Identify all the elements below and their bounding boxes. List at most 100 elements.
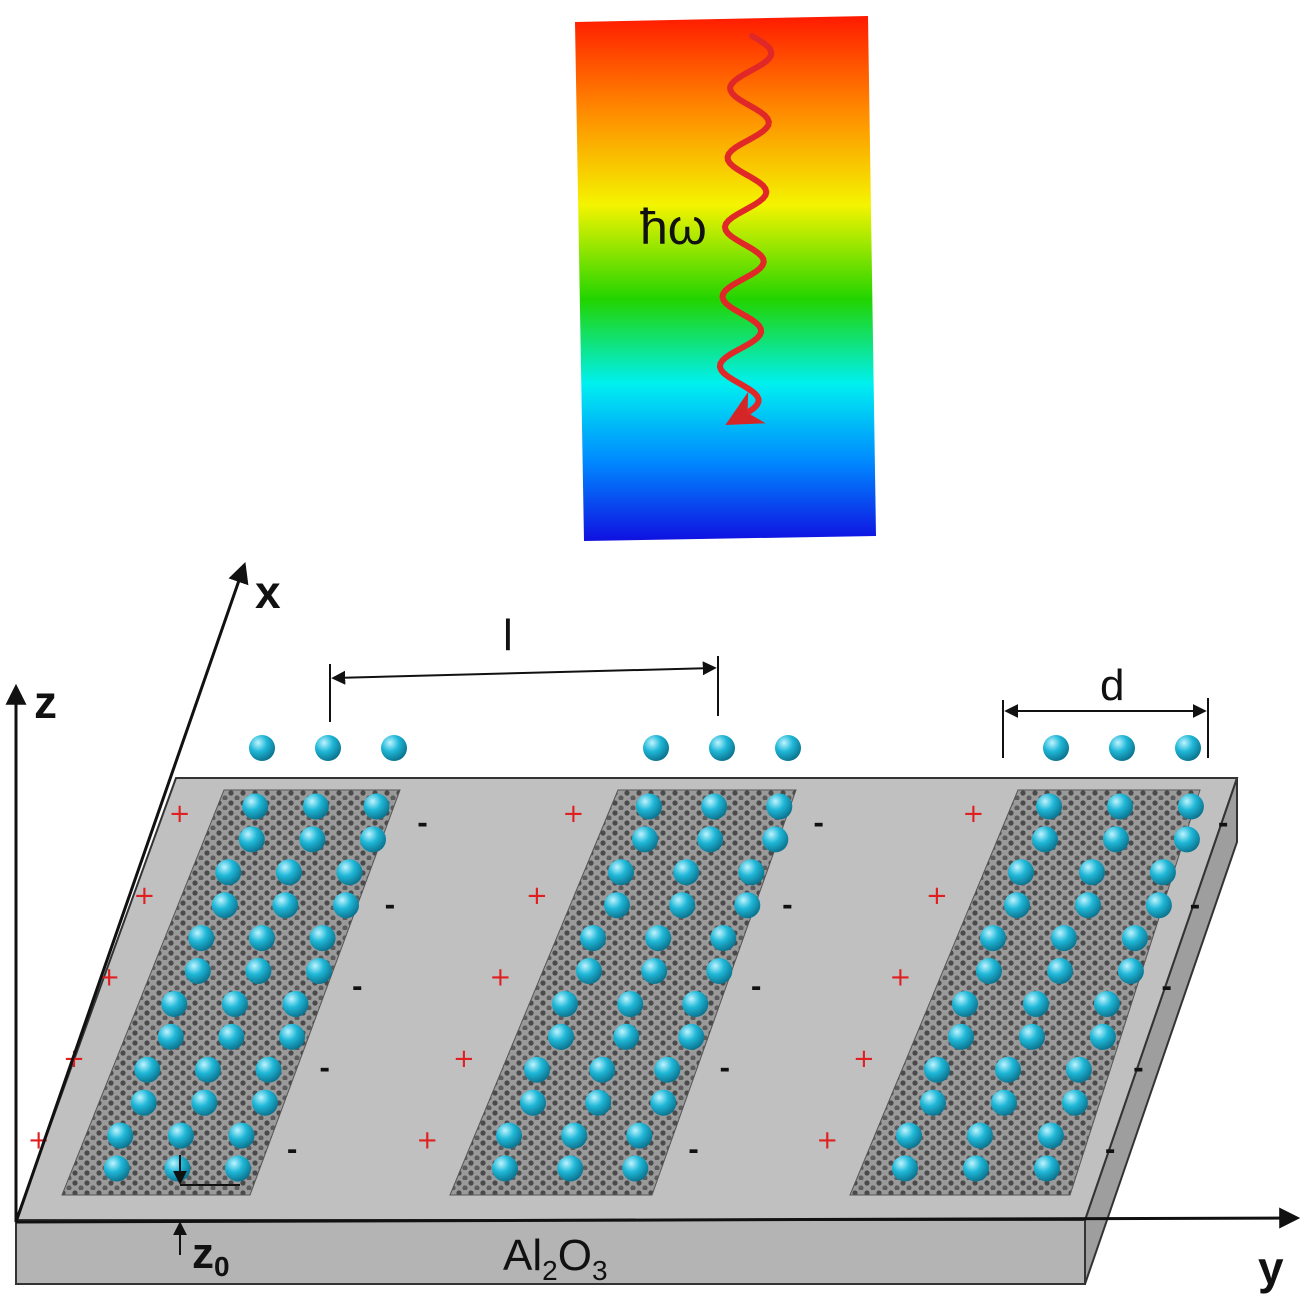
negative-charge: - (287, 1135, 298, 1165)
atom (710, 925, 737, 952)
atom (775, 735, 801, 761)
atom (245, 958, 272, 984)
atom (697, 826, 724, 853)
atom (1075, 892, 1101, 919)
positive-charge: + (28, 1125, 50, 1155)
negative-charge: - (751, 972, 762, 1002)
graphene-ribbons: +-+-+-+-+-+-+-+-+-+-+-+-+-+-+- (28, 735, 1229, 1196)
atom (1117, 958, 1144, 984)
negative-charge: - (688, 1135, 699, 1165)
atom (1177, 793, 1204, 820)
period-arrow (331, 661, 717, 685)
atom (272, 892, 299, 919)
negative-charge: - (385, 891, 396, 921)
formula-o-sub: 3 (592, 1255, 608, 1286)
positive-charge: + (890, 962, 912, 992)
atom (381, 735, 407, 761)
negative-charge: - (319, 1054, 330, 1084)
atom (585, 1089, 612, 1116)
atom (580, 925, 606, 952)
atom (1033, 1155, 1060, 1182)
atom (524, 1056, 550, 1083)
atom (548, 1023, 574, 1050)
atom (645, 925, 672, 952)
atom (604, 892, 630, 919)
ribbon-3: +-+-+-+-+- (816, 735, 1229, 1196)
atom (709, 735, 735, 761)
atom (1008, 859, 1034, 886)
atom (924, 1056, 950, 1083)
atom (238, 826, 265, 853)
atom (1036, 793, 1062, 820)
atom (275, 859, 302, 886)
negative-charge: - (1133, 1054, 1144, 1084)
negative-charge: - (1218, 809, 1229, 839)
atom (617, 991, 644, 1017)
negative-charge: - (1190, 891, 1201, 921)
atom (1149, 859, 1176, 886)
atom (306, 958, 332, 984)
negative-charge: - (1161, 972, 1172, 1002)
atom (991, 1089, 1017, 1116)
atom (252, 1089, 278, 1116)
atom (762, 826, 789, 853)
atom (242, 793, 269, 820)
ribbon-2: +-+-+-+-+- (416, 735, 824, 1196)
atom (1065, 1056, 1092, 1083)
photon-energy-label: ħω (640, 199, 707, 255)
negative-charge: - (719, 1054, 730, 1084)
atom (613, 1023, 640, 1050)
atom (766, 793, 793, 820)
atom (892, 1155, 918, 1182)
formula-o: O (558, 1231, 592, 1280)
positive-charge: + (526, 881, 548, 911)
atom (561, 1122, 588, 1149)
photon-panel: ħω (575, 16, 876, 541)
atom (1109, 735, 1135, 761)
atom (315, 735, 341, 761)
atom (164, 1155, 191, 1182)
atom (302, 793, 329, 820)
atom (333, 892, 359, 919)
atom (650, 1089, 677, 1116)
atom (215, 859, 242, 886)
atom (706, 958, 733, 984)
formula-al: Al (503, 1231, 542, 1280)
atom (299, 826, 326, 853)
positive-charge: + (169, 799, 191, 829)
atom (221, 991, 248, 1017)
positive-charge: + (416, 1125, 438, 1155)
atom (191, 1089, 218, 1116)
atom (967, 1122, 993, 1149)
atom (130, 1089, 157, 1116)
atom (492, 1155, 518, 1182)
atom (1121, 925, 1148, 952)
atom (194, 1056, 221, 1083)
positive-charge: + (853, 1044, 875, 1074)
atom (228, 1122, 255, 1149)
atom (738, 859, 765, 886)
atom (948, 1023, 974, 1050)
atom (896, 1122, 922, 1149)
negative-charge: - (352, 972, 363, 1002)
atom (557, 1155, 584, 1182)
atom (552, 991, 578, 1017)
atom (626, 1122, 653, 1149)
photon-wave (716, 33, 775, 425)
atom (134, 1056, 161, 1083)
atom (701, 793, 728, 820)
ribbon-1: +-+-+-+-+- (28, 735, 428, 1196)
x-axis-label: x (255, 566, 281, 618)
atom (636, 793, 662, 820)
atom (282, 991, 309, 1017)
atom (1061, 1089, 1088, 1116)
atom (963, 1155, 989, 1182)
z-axis-label: z (34, 676, 57, 728)
positive-charge: + (490, 962, 512, 992)
y-axis (15, 1207, 1301, 1229)
atom (654, 1056, 681, 1083)
atom (980, 925, 1006, 952)
atom (682, 991, 709, 1017)
atom (589, 1056, 616, 1083)
